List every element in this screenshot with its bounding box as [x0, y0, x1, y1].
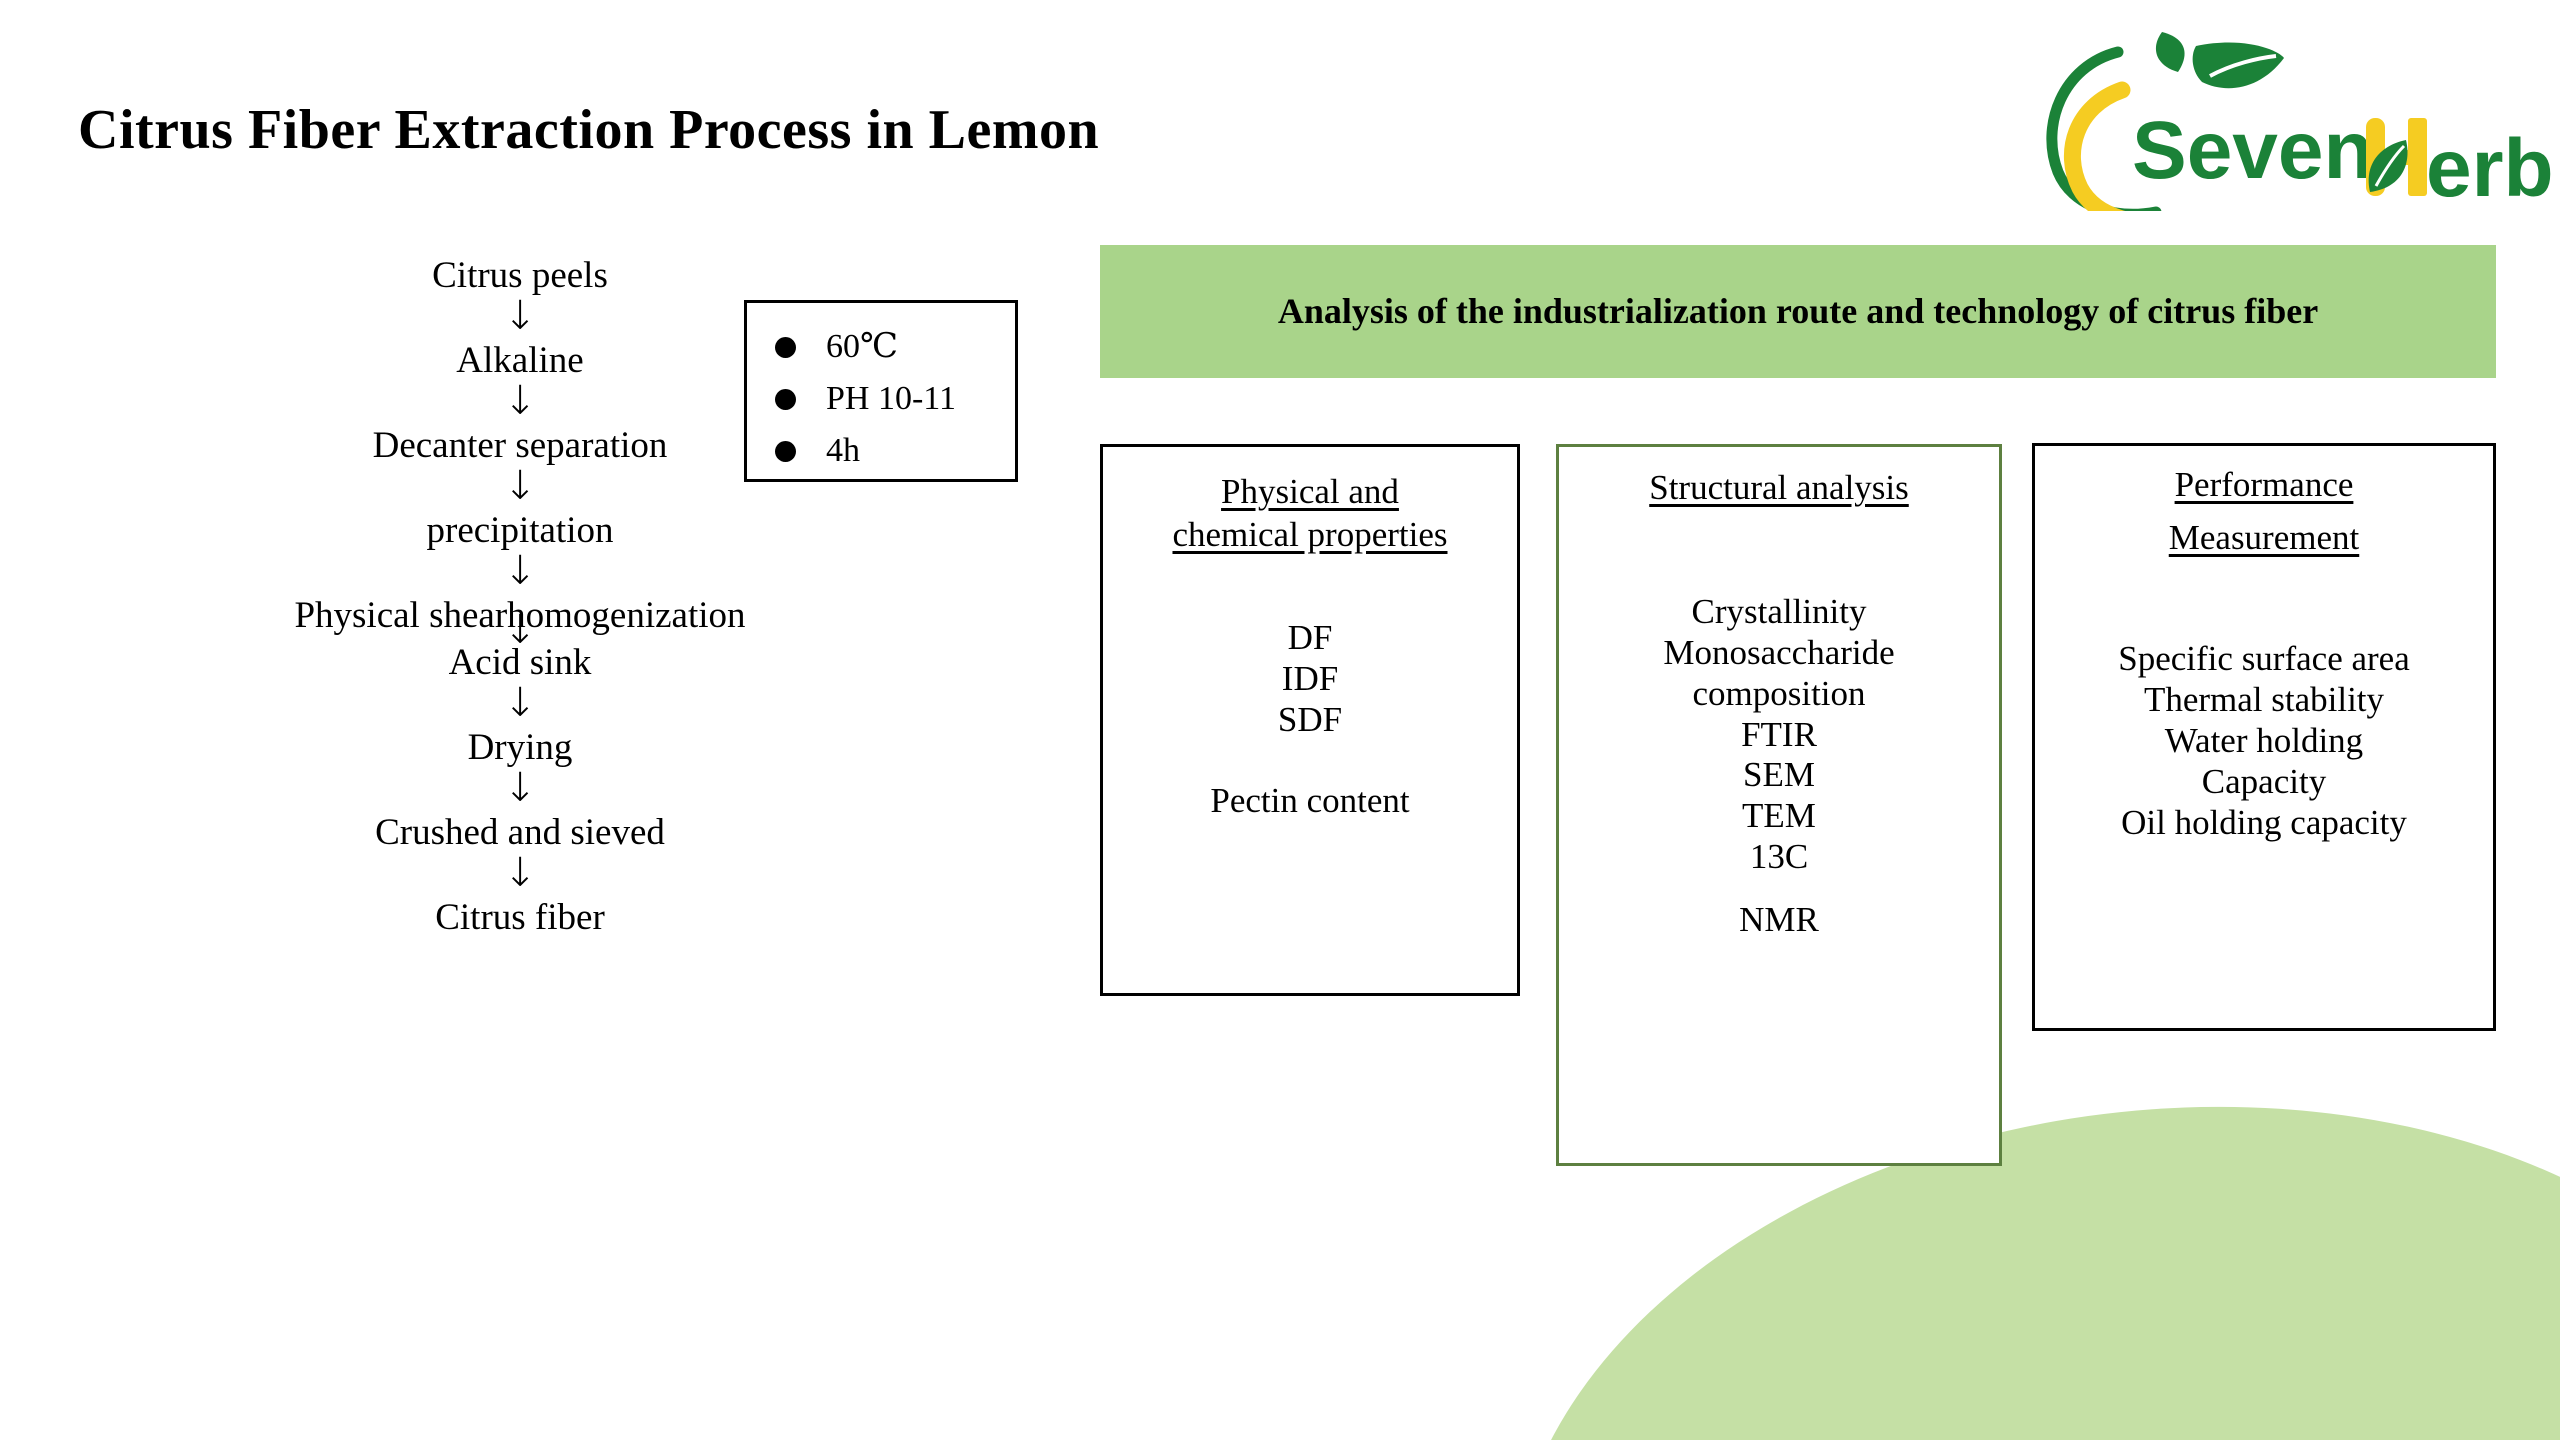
flow-step-citrus-peels: Citrus peels ↓ — [150, 255, 890, 340]
bullet-icon — [775, 336, 796, 358]
flow-step-acid-sink: Acid sink ↓ — [150, 642, 890, 727]
list-item: Oil holding capacity — [2121, 803, 2407, 843]
list-item: Pectin content — [1210, 781, 1410, 821]
process-conditions-box: 60℃ PH 10-11 4h — [744, 300, 1018, 482]
seven-herb-logo: Seven erb — [2010, 6, 2555, 211]
list-item: IDF — [1281, 659, 1339, 699]
box-title: Performance Measurement — [2168, 465, 2360, 557]
down-arrow-icon: ↓ — [503, 850, 537, 896]
structural-analysis-box: Structural analysis Crystallinity Monosa… — [1556, 444, 2002, 1166]
svg-text:Seven: Seven — [2132, 105, 2374, 196]
down-arrow-icon: ↓ — [503, 293, 537, 339]
box-title: Physical and chemical properties — [1172, 472, 1448, 554]
performance-measurement-box: Performance Measurement Specific surface… — [2032, 443, 2496, 1031]
flow-step-citrus-fiber: Citrus fiber — [435, 897, 605, 938]
list-item: Thermal stability — [2143, 680, 2385, 720]
list-item: NMR — [1739, 900, 1819, 940]
condition-item: 60℃ — [747, 321, 1015, 373]
list-item: Water holding — [2164, 721, 2364, 761]
down-arrow-icon: ↓ — [503, 463, 537, 509]
down-arrow-icon: ↓ — [503, 378, 537, 424]
svg-text:erb: erb — [2426, 123, 2554, 211]
list-item: SEM — [1743, 755, 1815, 795]
list-item: Crystallinity — [1691, 591, 1867, 631]
physical-chemical-properties-box: Physical and chemical properties DF IDF … — [1100, 444, 1520, 996]
list-item: DF — [1287, 618, 1333, 658]
page-title: Citrus Fiber Extraction Process in Lemon — [78, 99, 1100, 161]
flow-step-decanter-separation: Decanter separation ↓ — [150, 425, 890, 510]
flow-step-physical-shearhomogenization: Physical shearhomogenization ↓ — [150, 595, 890, 653]
list-item: TEM — [1742, 796, 1816, 836]
box-item-list: Specific surface area Thermal stability … — [2035, 639, 2493, 844]
list-item: 13C — [1749, 837, 1809, 877]
condition-item: PH 10-11 — [747, 373, 1015, 425]
analysis-banner: Analysis of the industrialization route … — [1100, 245, 2496, 378]
down-arrow-icon: ↓ — [503, 765, 537, 811]
flow-step-drying: Drying ↓ — [150, 727, 890, 812]
flow-step-alkaline: Alkaline ↓ — [150, 340, 890, 425]
box-title: Structural analysis — [1649, 468, 1909, 507]
list-item: Capacity — [2201, 762, 2327, 802]
extraction-flowchart: Citrus peels ↓ Alkaline ↓ Decanter separ… — [150, 255, 890, 938]
down-arrow-icon: ↓ — [503, 680, 537, 726]
analysis-banner-text: Analysis of the industrialization route … — [1277, 291, 2319, 332]
condition-item: 4h — [747, 425, 1015, 477]
list-item: SDF — [1277, 700, 1343, 740]
down-arrow-icon: ↓ — [503, 548, 537, 594]
box-item-list: Crystallinity Monosaccharide composition… — [1559, 592, 1999, 942]
box-item-list: DF IDF SDF Pectin content — [1103, 618, 1517, 822]
list-item: FTIR — [1741, 714, 1817, 754]
list-item: composition — [1692, 673, 1866, 713]
list-item: Monosaccharide — [1663, 632, 1895, 672]
bullet-icon — [775, 388, 796, 410]
flow-step-crushed-and-sieved: Crushed and sieved ↓ — [150, 812, 890, 897]
down-arrow-icon: ↓ — [503, 607, 537, 653]
bullet-icon — [775, 440, 796, 462]
flow-step-precipitation: precipitation ↓ — [150, 510, 890, 595]
list-item: Specific surface area — [2118, 639, 2410, 679]
